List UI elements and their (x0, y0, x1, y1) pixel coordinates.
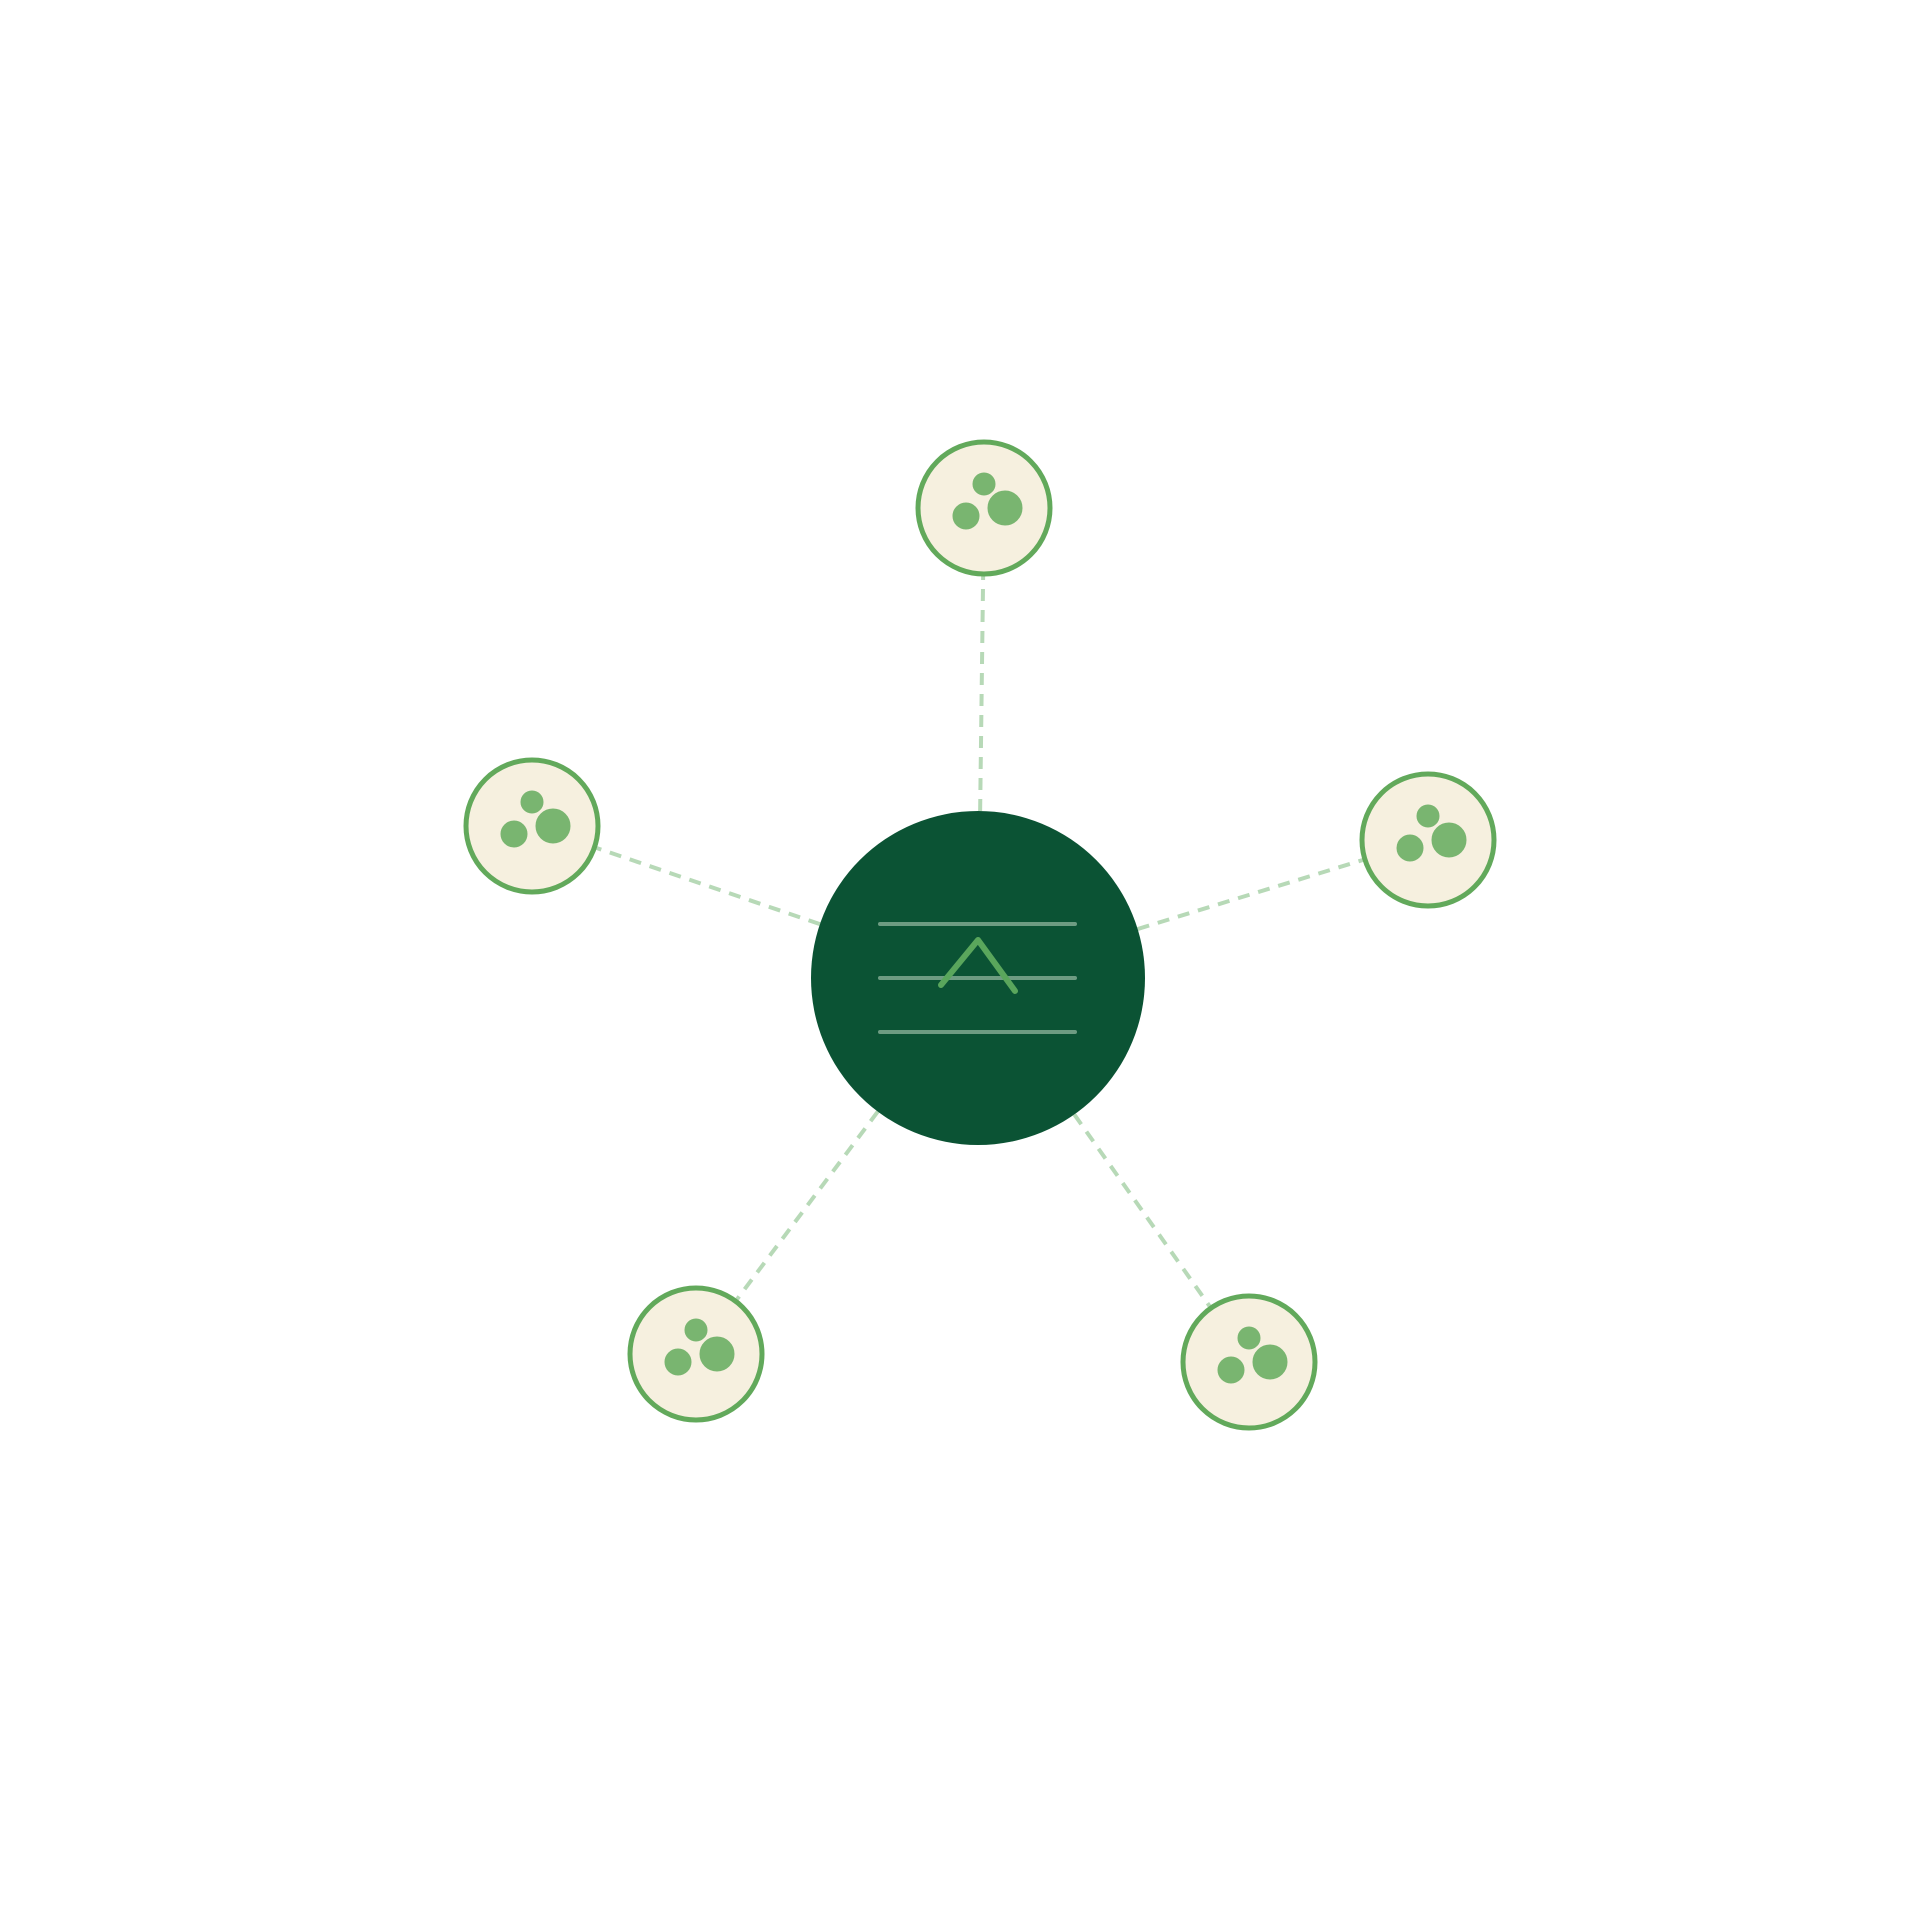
satellite-circle (627, 1285, 765, 1423)
icon-dot (1234, 1323, 1264, 1353)
satellite-node (1180, 1293, 1318, 1431)
icon-dot (984, 487, 1026, 529)
satellite-circle (915, 439, 1053, 577)
hub-node (811, 811, 1145, 1145)
icon-dot (497, 817, 531, 851)
three-circles-icon (661, 1315, 738, 1379)
satellite-node (1359, 771, 1497, 909)
connector-line (593, 845, 821, 927)
icon-dot (681, 1315, 711, 1345)
three-circles-icon (497, 787, 574, 851)
icon-dot (1393, 831, 1427, 865)
chart-lines-with-up-arrow-icon (878, 922, 1077, 1034)
satellite-node (463, 757, 601, 895)
icon-dot (1214, 1353, 1248, 1387)
three-circles-icon (1393, 801, 1470, 865)
icon-dot (949, 499, 983, 533)
connector-line (733, 1110, 880, 1303)
satellite-circle (1180, 1293, 1318, 1431)
icon-dot (1428, 819, 1470, 861)
connector-line (1072, 1113, 1213, 1310)
icon-dot (532, 805, 574, 847)
satellite-circle (463, 757, 601, 895)
icon-dot (696, 1333, 738, 1375)
icon-dot (661, 1345, 695, 1379)
connector-line (978, 573, 986, 812)
connectors (593, 573, 1366, 1310)
satellite-nodes (463, 439, 1497, 1431)
icon-dot (1249, 1341, 1291, 1383)
up-arrow-icon (938, 937, 1018, 994)
icon-dot (1413, 801, 1443, 831)
connector-line (1137, 857, 1366, 931)
satellite-node (627, 1285, 765, 1423)
icon-dot (969, 469, 999, 499)
three-circles-icon (949, 469, 1026, 533)
three-circles-icon (1214, 1323, 1291, 1387)
icon-dot (517, 787, 547, 817)
satellite-circle (1359, 771, 1497, 909)
satellite-node (915, 439, 1053, 577)
